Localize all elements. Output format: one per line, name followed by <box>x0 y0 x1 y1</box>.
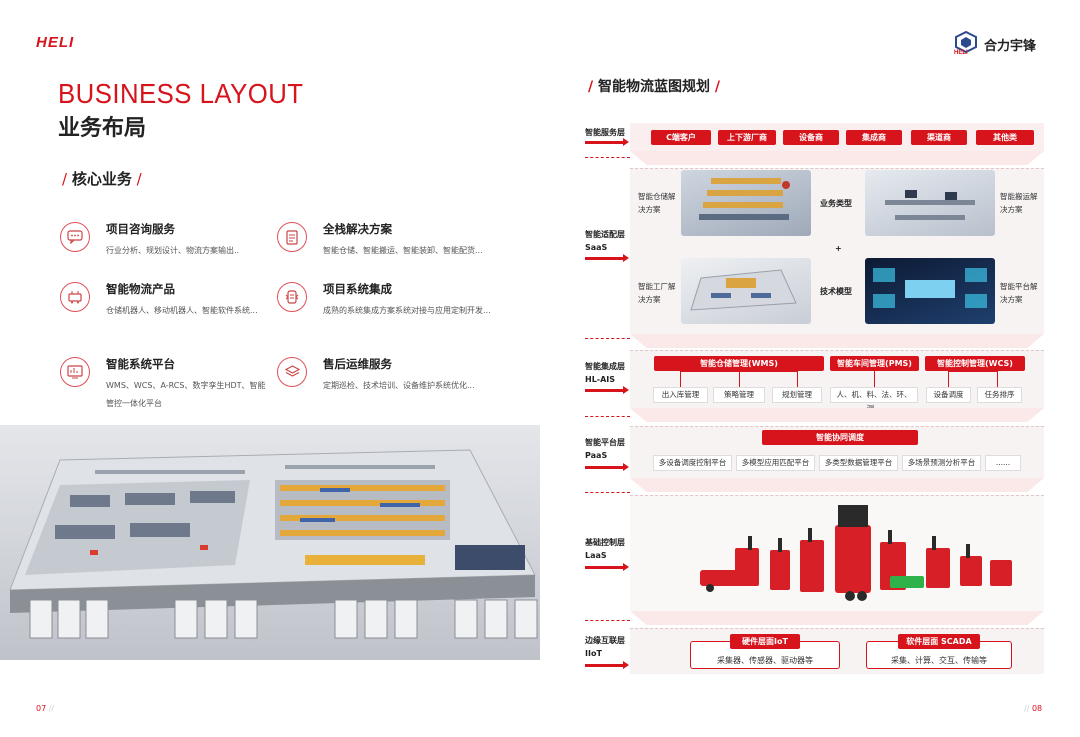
warehouse-solution-image <box>681 170 811 236</box>
paas-item-more: ...... <box>985 455 1021 471</box>
ais-sub-item: 策略管理 <box>713 387 765 403</box>
integration-icon <box>277 282 307 312</box>
monitor-icon <box>60 357 90 387</box>
chip-other: 其他类 <box>976 130 1034 145</box>
tech-model-label: 技术模型 <box>820 287 852 296</box>
service-title: 项目咨询服务 <box>106 222 175 236</box>
layer-label-service: 智能服务层 <box>585 128 625 137</box>
ais-sub-item: 设备调度 <box>926 387 971 403</box>
chip-channel: 渠道商 <box>911 130 967 145</box>
page-title-en: BUSINESS LAYOUT <box>58 78 304 109</box>
saas-warehouse-label: 智能仓储解决方案 <box>638 192 676 214</box>
section-title: / 核心业务 / <box>62 170 142 188</box>
forklift-robots-image <box>690 500 1030 608</box>
ais-sub-item: 出入库管理 <box>653 387 708 403</box>
document-icon <box>277 222 307 252</box>
ais-sub-item: 任务排序 <box>977 387 1022 403</box>
service-title: 项目系统集成 <box>323 282 392 296</box>
service-desc: 仓储机器人、移动机器人、智能软件系统... <box>106 306 258 315</box>
cube-logo-icon <box>955 30 977 54</box>
chip-c-customer: C端客户 <box>651 130 711 145</box>
paas-item: 多类型数据管理平台 <box>819 455 898 471</box>
saas-handling-label: 智能搬运解决方案 <box>1000 192 1038 214</box>
paas-item: 多模型应用匹配平台 <box>736 455 815 471</box>
chip-integrator: 集成商 <box>846 130 902 145</box>
service-title: 智能系统平台 <box>106 357 175 371</box>
service-desc: 行业分析、规划设计、物流方案输出.. <box>106 246 240 255</box>
ais-sub-item: 人、机、料、法、环、测... <box>830 387 918 413</box>
blueprint-title: / 智能物流蓝图规划 / <box>588 79 720 95</box>
service-desc: 成熟的系统集成方案系统对接与应用定制开发... <box>323 306 491 315</box>
plus-sign: + <box>835 244 842 253</box>
ais-sub-item: 规划管理 <box>772 387 822 403</box>
service-divider <box>630 151 1044 165</box>
layer-arrow <box>585 138 629 146</box>
paas-head: 智能协同调度 <box>762 430 918 445</box>
hlys-logo: HELI 合力宇锋 <box>952 30 1036 58</box>
page-title-cn: 业务布局 <box>58 116 147 141</box>
wms-head: 智能仓储管理(WMS) <box>654 356 824 371</box>
pms-head: 智能车间管理(PMS) <box>830 356 919 371</box>
service-desc: 定期巡检、技术培训、设备维护系统优化... <box>323 381 475 390</box>
heli-logo: HELI <box>36 34 75 51</box>
service-desc: WMS、WCS、A-RCS、数字孪生HDT、智能管控一体化平台 <box>106 381 266 408</box>
hardware-iot-box: 采集器、传感器、驱动器等 <box>690 641 840 669</box>
service-desc: 智能仓储、智能搬运、智能装卸、智能配货... <box>323 246 483 255</box>
hardware-iot-head: 硬件层面IoT <box>730 634 800 649</box>
layers-icon <box>277 357 307 387</box>
handling-solution-image <box>865 170 995 236</box>
robot-icon <box>60 282 90 312</box>
service-title: 全栈解决方案 <box>323 222 392 236</box>
saas-platform-label: 智能平台解决方案 <box>1000 282 1038 304</box>
paas-item: 多设备调度控制平台 <box>653 455 732 471</box>
chip-equipment: 设备商 <box>783 130 839 145</box>
platform-solution-image <box>865 258 995 324</box>
paas-item: 多场景预测分析平台 <box>902 455 981 471</box>
page-number-left: 07 // <box>36 704 55 713</box>
software-scada-head: 软件层面 SCADA <box>898 634 980 649</box>
chip-vendors: 上下游厂商 <box>718 130 776 145</box>
service-title: 智能物流产品 <box>106 282 175 296</box>
chat-icon <box>60 222 90 252</box>
saas-factory-label: 智能工厂解决方案 <box>638 282 676 304</box>
page-number-right: // 08 <box>1024 704 1043 713</box>
service-title: 售后运维服务 <box>323 357 392 371</box>
factory-solution-image <box>681 258 811 324</box>
warehouse-image <box>0 425 540 660</box>
wcs-head: 智能控制管理(WCS) <box>925 356 1025 371</box>
business-type-label: 业务类型 <box>820 199 852 208</box>
